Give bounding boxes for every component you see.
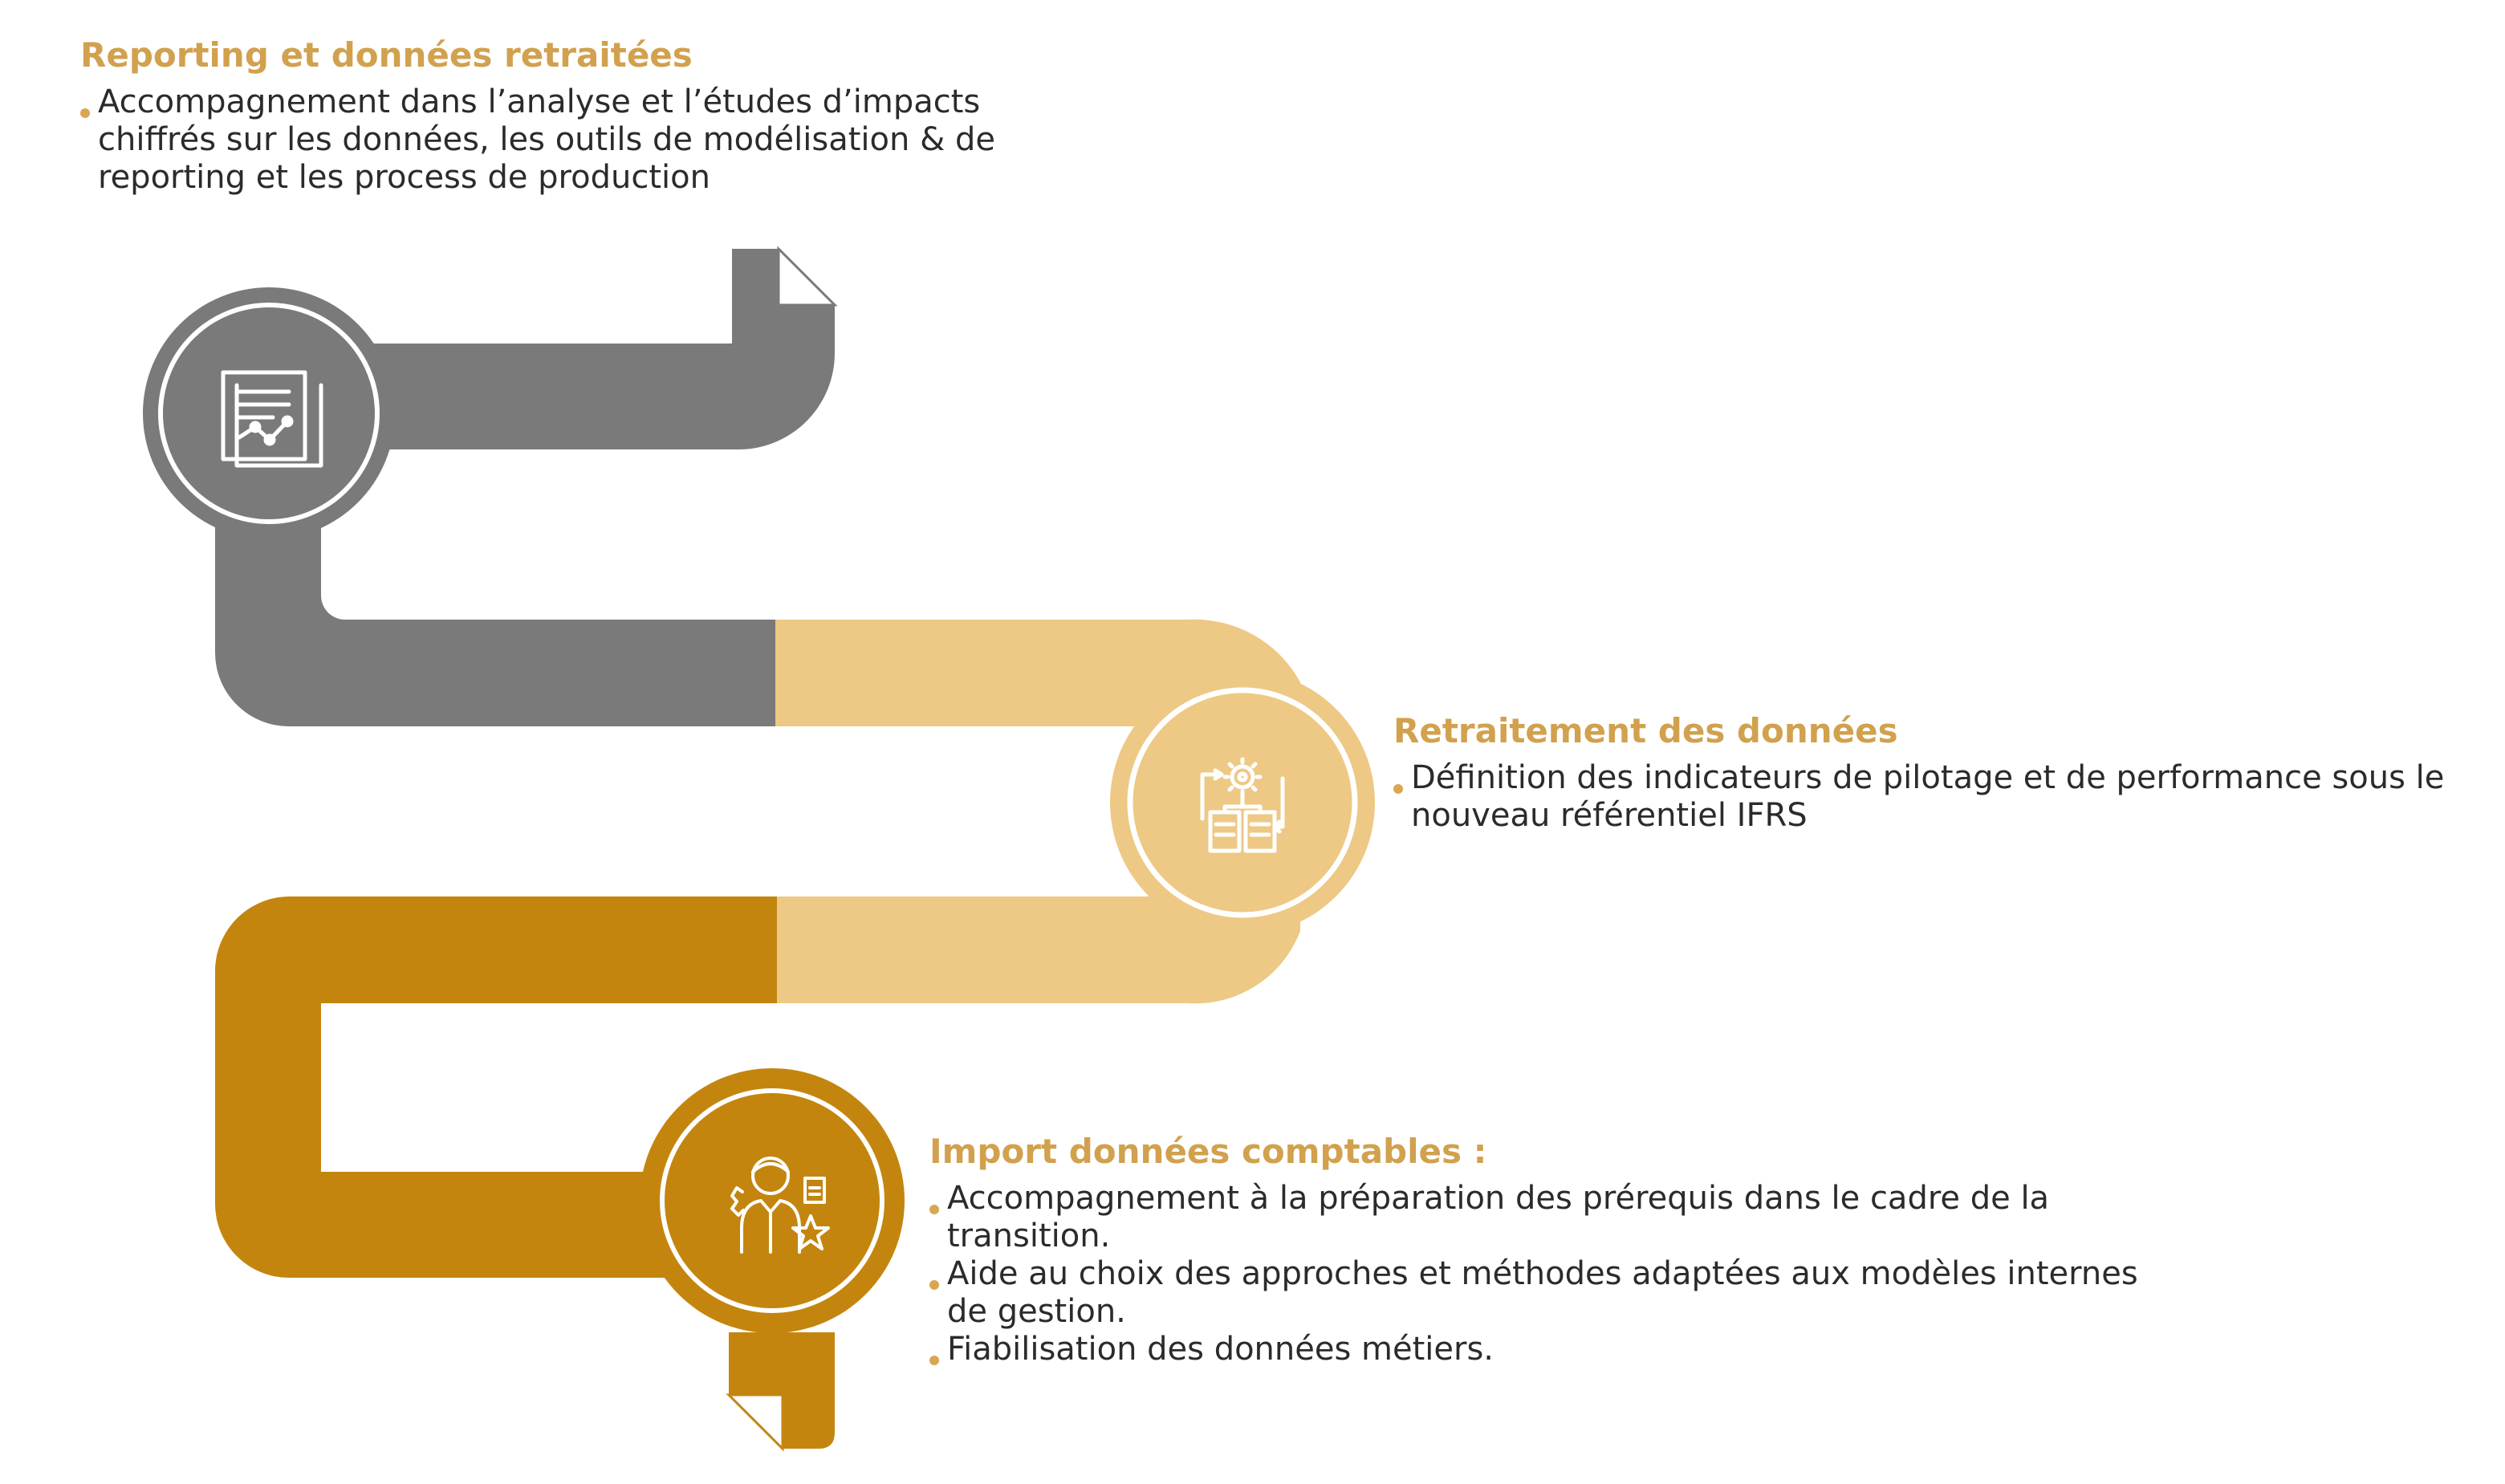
list-item: Accompagnement dans l’analyse et l’étude… [80, 83, 1076, 197]
step-text-reporting: Reporting et données retraitées Accompag… [80, 35, 1076, 197]
bottom-fold-flap [726, 1393, 784, 1452]
step-node-reporting [143, 287, 395, 539]
step-items-reporting: Accompagnement dans l’analyse et l’étude… [80, 83, 1076, 197]
bullet-dot-icon [929, 1280, 939, 1291]
top-fold-flap [777, 246, 838, 307]
bullet-dot-icon [80, 108, 90, 119]
step-text-import: Import données comptables : Accompagneme… [929, 1132, 2157, 1368]
list-item: Aide au choix des approches et méthodes … [929, 1255, 2157, 1331]
list-item-text: Aide au choix des approches et méthodes … [947, 1255, 2138, 1331]
report-chart-icon [221, 370, 323, 468]
step-title-import: Import données comptables : [929, 1132, 1487, 1171]
step-node-retraitement [1110, 670, 1375, 935]
bullet-dot-icon [929, 1356, 939, 1366]
step-text-retraitement: Retraitement des données Définition des … [1393, 711, 2493, 835]
bottom-path-segment [215, 896, 835, 1452]
step-title-reporting: Reporting et données retraitées [80, 35, 693, 75]
step-items-import: Accompagnement à la préparation des prér… [929, 1180, 2157, 1368]
person-star-icon [730, 1157, 830, 1254]
step-items-retraitement: Définition des indicateurs de pilotage e… [1393, 759, 2493, 835]
bullet-dot-icon [929, 1205, 939, 1215]
workflow-gear-icon [1200, 757, 1285, 853]
list-item-text: Définition des indicateurs de pilotage e… [1411, 759, 2445, 835]
list-item: Accompagnement à la préparation des prér… [929, 1180, 2157, 1255]
list-item-text: Accompagnement à la préparation des prér… [947, 1180, 2050, 1255]
list-item-text: Accompagnement dans l’analyse et l’étude… [98, 83, 995, 197]
list-item: Fiabilisation des données métiers. [929, 1331, 2157, 1368]
bullet-dot-icon [1393, 784, 1403, 795]
list-item-text: Fiabilisation des données métiers. [947, 1331, 1494, 1368]
step-title-retraitement: Retraitement des données [1393, 711, 1898, 750]
step-node-import [640, 1068, 905, 1333]
list-item: Définition des indicateurs de pilotage e… [1393, 759, 2493, 835]
